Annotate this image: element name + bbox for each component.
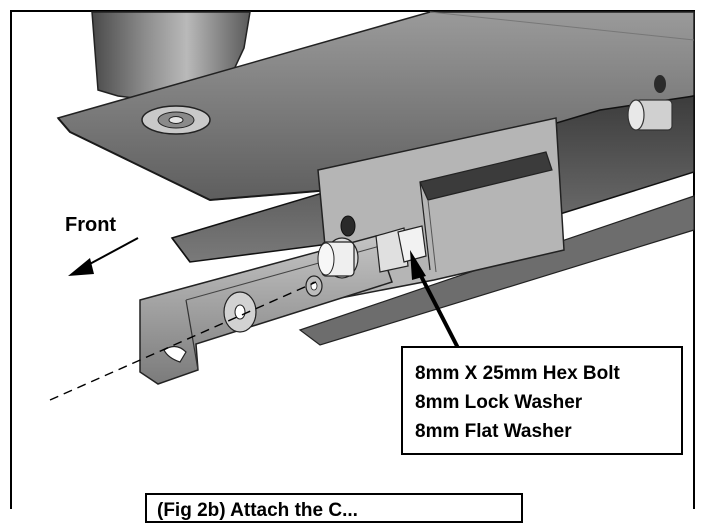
arrow-front-icon — [68, 237, 139, 276]
front-label: Front — [65, 214, 117, 236]
caption-text: (Fig 2b) Attach the C... — [157, 500, 358, 521]
dashed-assembly-line-icon — [49, 281, 317, 401]
pointer-arrow-icon — [410, 250, 460, 349]
figure-caption: (Fig 2b) Attach the C... — [145, 493, 523, 523]
hardware-callout: 8mm X 25mm Hex Bolt 8mm Lock Washer 8mm … — [401, 346, 683, 455]
hardware-item-lock-washer: 8mm Lock Washer — [415, 392, 583, 413]
fastener-stack — [305, 225, 427, 297]
hardware-item-bolt: 8mm X 25mm Hex Bolt — [415, 363, 620, 384]
hardware-item-flat-washer: 8mm Flat Washer — [415, 421, 572, 442]
base-plate — [56, 11, 695, 202]
existing-bolt — [627, 75, 673, 131]
assembly-diagram: Front 8mm X 25mm Hex Bolt 8mm Lock Washe… — [10, 10, 695, 523]
diagram-drawing — [10, 10, 695, 509]
